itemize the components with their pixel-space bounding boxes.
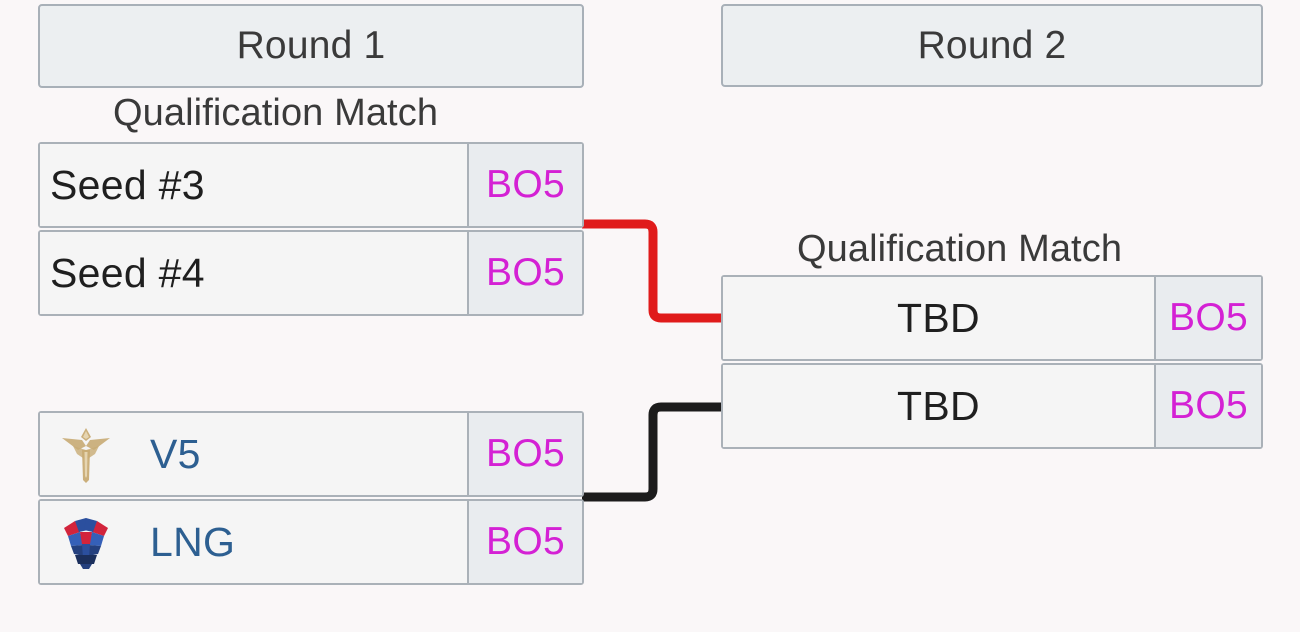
match-row-team-cell[interactable]: TBD	[723, 365, 1154, 447]
team-name: Seed #4	[50, 249, 205, 296]
match-round-1-qualification: Seed #3 BO5 Seed #4 BO5	[38, 142, 584, 316]
match-format-badge[interactable]: BO5	[1154, 277, 1261, 359]
match-format-label: BO5	[486, 432, 565, 475]
upper-connector-line	[582, 219, 723, 323]
lower-connector-line	[582, 402, 723, 502]
team-name: TBD	[897, 382, 980, 429]
match-format-label: BO5	[486, 251, 565, 294]
match-format-label: BO5	[486, 520, 565, 563]
match-row[interactable]: Seed #3 BO5	[38, 142, 584, 228]
match-row-team-cell[interactable]: Seed #4	[40, 232, 467, 314]
match-format-badge[interactable]: BO5	[467, 501, 582, 583]
team-name: Seed #3	[50, 161, 205, 208]
match-format-badge[interactable]: BO5	[467, 232, 582, 314]
match-format-badge[interactable]: BO5	[1154, 365, 1261, 447]
match-format-badge[interactable]: BO5	[467, 413, 582, 495]
match-row-team-cell[interactable]: LNG	[40, 501, 467, 583]
match-row[interactable]: TBD BO5	[721, 275, 1263, 361]
match-row[interactable]: Seed #4 BO5	[38, 230, 584, 316]
round-2-header-label: Round 2	[917, 23, 1067, 67]
match-row-team-cell[interactable]: TBD	[723, 277, 1154, 359]
team-name: LNG	[150, 518, 236, 565]
match-row-team-cell[interactable]: Seed #3	[40, 144, 467, 226]
round-2-qualification-match-caption: Qualification Match	[797, 228, 1123, 270]
match-round-1-teams: V5 BO5	[38, 411, 584, 585]
match-row[interactable]: V5 BO5	[38, 411, 584, 497]
v5-team-logo-icon	[58, 424, 114, 484]
match-round-2-qualification: TBD BO5 TBD BO5	[721, 275, 1263, 449]
round-1-header[interactable]: Round 1	[38, 4, 584, 88]
round-1-qualification-match-caption: Qualification Match	[113, 92, 439, 134]
round-1-header-label: Round 1	[236, 24, 386, 67]
match-row[interactable]: LNG BO5	[38, 499, 584, 585]
match-format-label: BO5	[1169, 296, 1248, 339]
match-row-team-cell[interactable]: V5	[40, 413, 467, 495]
match-row[interactable]: TBD BO5	[721, 363, 1263, 449]
team-name: TBD	[897, 294, 980, 341]
match-format-label: BO5	[486, 163, 565, 206]
match-format-badge[interactable]: BO5	[467, 144, 582, 226]
match-format-label: BO5	[1169, 384, 1248, 427]
round-2-header[interactable]: Round 2	[721, 4, 1263, 87]
team-name: V5	[150, 430, 201, 477]
lng-team-logo-icon	[58, 512, 114, 572]
